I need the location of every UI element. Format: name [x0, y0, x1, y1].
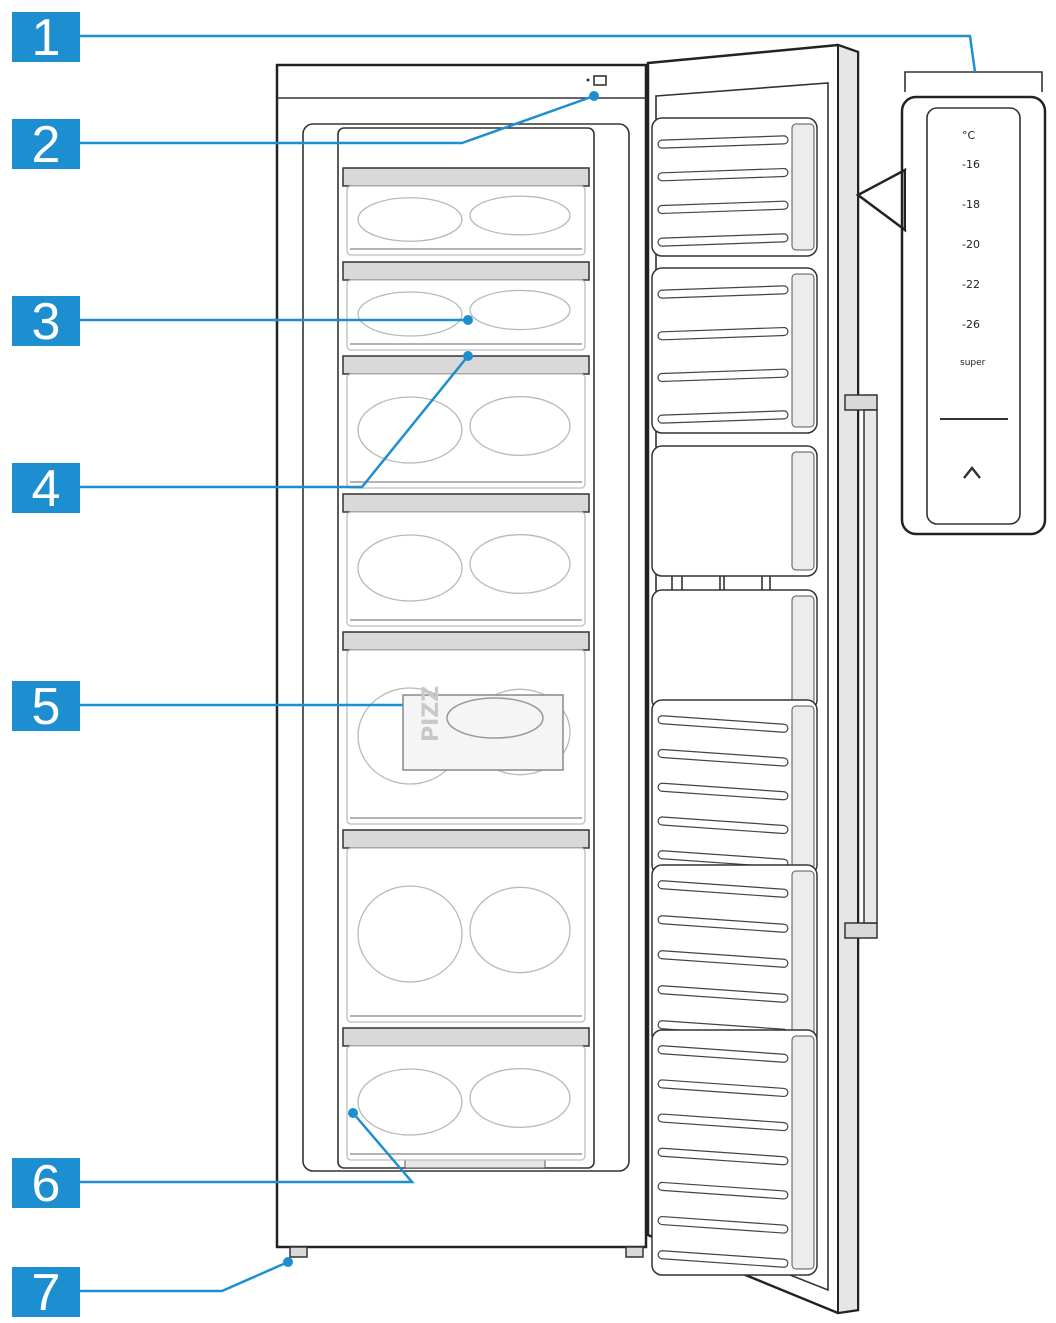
temperature-option[interactable]: -16 [962, 158, 980, 171]
foot-right [626, 1247, 643, 1257]
temperature-settings: -16 -18 -20 -22 -26 [962, 158, 980, 331]
callout-4: 4 [12, 460, 80, 518]
bottom-vent [405, 1160, 545, 1168]
unit-label: °C [962, 129, 976, 142]
temperature-option[interactable]: -22 [962, 278, 980, 291]
door-shelf[interactable] [652, 1030, 817, 1275]
callout-1: 1 [12, 9, 80, 67]
door-shelf[interactable] [652, 268, 817, 433]
temperature-option[interactable]: -18 [962, 198, 980, 211]
callout-number: 1 [32, 9, 61, 67]
callout-6: 6 [12, 1155, 80, 1213]
callout-number: 3 [32, 293, 61, 351]
foot-left [290, 1247, 307, 1257]
callout-2: 2 [12, 116, 80, 174]
callout-3: 3 [12, 293, 80, 351]
freezer-drawer[interactable] [343, 830, 589, 1022]
callout-number: 7 [32, 1264, 61, 1322]
freezer-drawer[interactable] [343, 168, 589, 255]
freezer-drawer[interactable] [343, 1028, 589, 1160]
door-shelf[interactable] [652, 590, 817, 710]
callout-markers: 1 2 3 4 5 6 7 [12, 9, 80, 1322]
door-shelf[interactable] [652, 700, 817, 875]
temperature-option[interactable]: -20 [962, 238, 980, 251]
control-panel-callout: °C -16 -18 -20 -22 -26 super [858, 72, 1045, 534]
freezer-drawer[interactable] [343, 262, 589, 350]
callout-number: 4 [32, 460, 61, 518]
callout-7: 7 [12, 1264, 80, 1322]
super-label: super [960, 358, 986, 368]
pizza-box-label: PIZZ [419, 686, 444, 742]
callout-5: 5 [12, 678, 80, 736]
door-bins [652, 118, 817, 1275]
interior-light [587, 76, 607, 85]
door-shelf[interactable] [652, 865, 817, 1045]
temperature-option[interactable]: -26 [962, 318, 980, 331]
callout-number: 5 [32, 678, 61, 736]
door-shelf[interactable] [652, 118, 817, 256]
freezer-drawer[interactable] [343, 356, 589, 488]
callout-number: 6 [32, 1155, 61, 1213]
door-shelf[interactable] [652, 446, 817, 576]
freezer-drawer[interactable] [343, 494, 589, 626]
pizza-box: PIZZ [403, 686, 563, 770]
callout-number: 2 [32, 116, 61, 174]
chevron-up-icon[interactable] [964, 468, 980, 478]
